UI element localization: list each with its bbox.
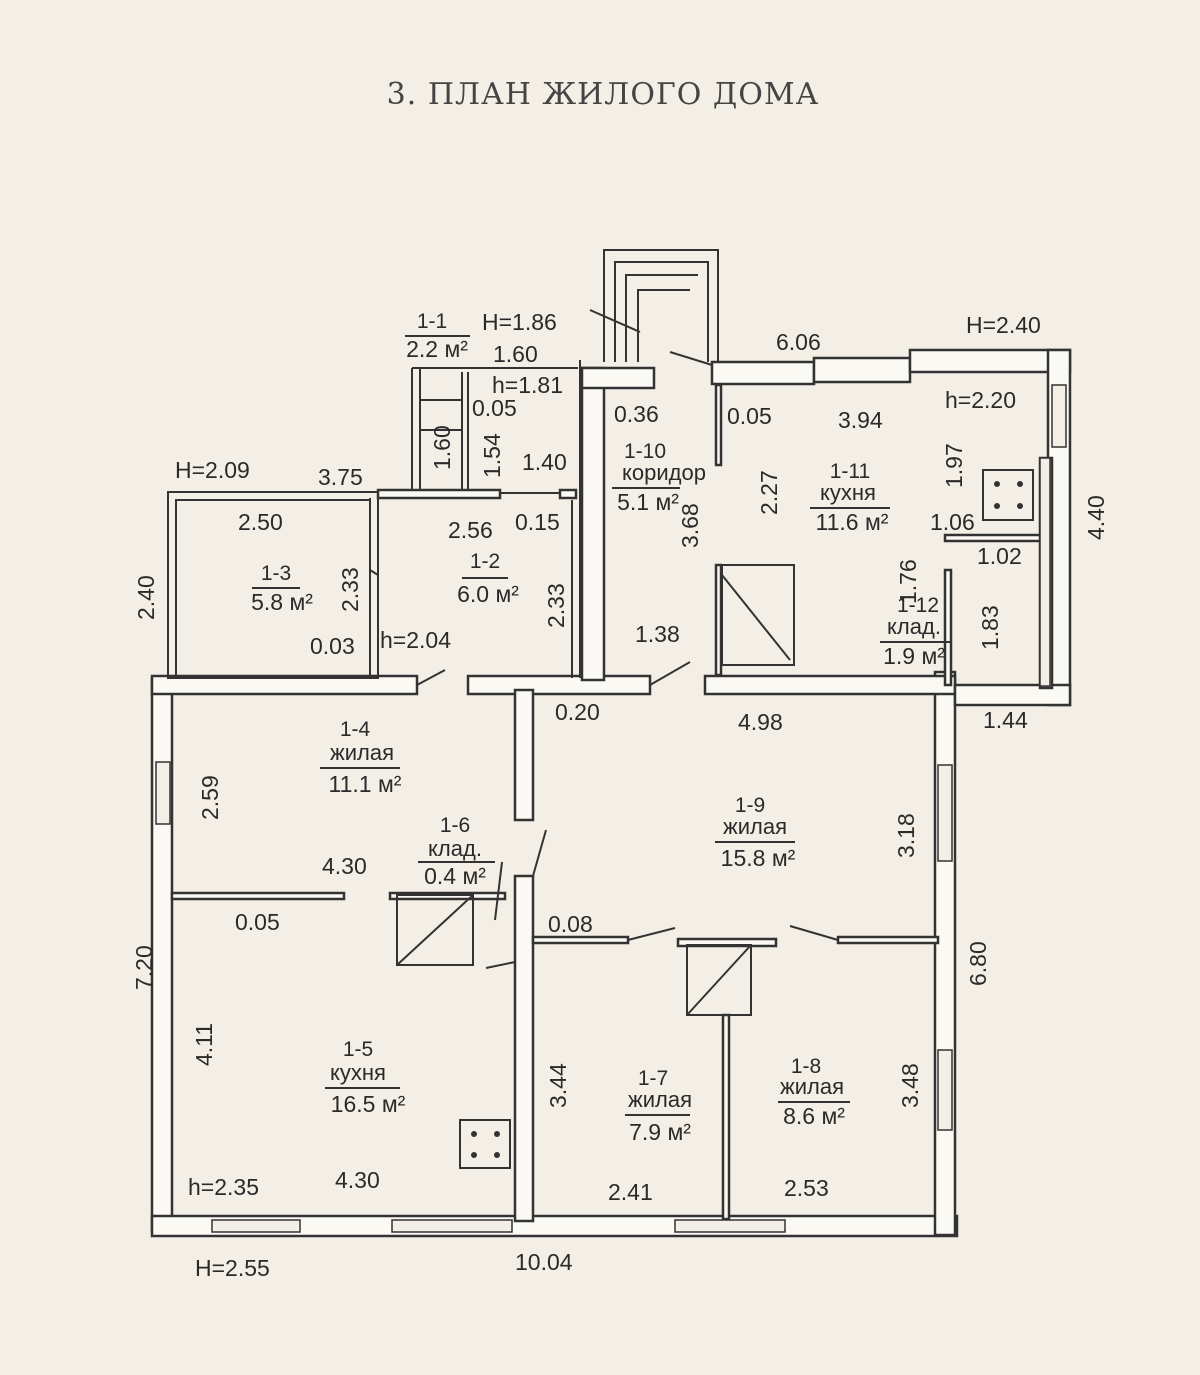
- svg-text:6.06: 6.06: [776, 329, 821, 355]
- svg-text:1.54: 1.54: [479, 433, 505, 478]
- svg-text:3.18: 3.18: [893, 813, 919, 858]
- svg-text:2.59: 2.59: [197, 775, 223, 820]
- svg-text:1-6: 1-6: [440, 814, 470, 837]
- room-id: 1-1: [417, 310, 447, 333]
- svg-text:3.44: 3.44: [545, 1063, 571, 1108]
- svg-text:1.44: 1.44: [983, 707, 1028, 733]
- svg-text:7.9 м²: 7.9 м²: [629, 1119, 691, 1145]
- svg-text:11.1 м²: 11.1 м²: [329, 771, 402, 797]
- svg-text:3.48: 3.48: [897, 1063, 923, 1108]
- plan-title: 3. ПЛАН ЖИЛОГО ДОМА: [387, 77, 820, 112]
- svg-text:0.03: 0.03: [310, 633, 355, 659]
- svg-text:4.98: 4.98: [738, 709, 783, 735]
- svg-text:1.40: 1.40: [522, 449, 567, 475]
- svg-text:5.1 м²: 5.1 м²: [617, 489, 679, 515]
- svg-text:1.60: 1.60: [429, 425, 455, 470]
- svg-text:2.27: 2.27: [756, 470, 782, 515]
- doors: [369, 351, 839, 969]
- svg-text:6.0 м²: 6.0 м²: [457, 581, 519, 607]
- svg-text:1.83: 1.83: [977, 605, 1003, 650]
- svg-text:1-3: 1-3: [261, 562, 291, 585]
- svg-text:клад.: клад.: [428, 836, 482, 861]
- svg-text:0.15: 0.15: [515, 509, 560, 535]
- svg-text:жилая: жилая: [628, 1087, 692, 1112]
- svg-text:кухня: кухня: [330, 1060, 386, 1085]
- svg-text:h=1.81: h=1.81: [492, 372, 563, 398]
- svg-text:1.38: 1.38: [635, 621, 680, 647]
- svg-text:жилая: жилая: [330, 740, 394, 765]
- svg-text:1-9: 1-9: [735, 794, 765, 817]
- svg-text:h=2.20: h=2.20: [945, 387, 1016, 413]
- svg-text:3.94: 3.94: [838, 407, 883, 433]
- svg-text:H=2.55: H=2.55: [195, 1255, 270, 1281]
- svg-text:1-5: 1-5: [343, 1038, 373, 1061]
- svg-text:1.9 м²: 1.9 м²: [883, 643, 945, 669]
- svg-text:1-8: 1-8: [791, 1055, 821, 1078]
- svg-text:H=1.86: H=1.86: [482, 309, 557, 335]
- svg-text:4.11: 4.11: [191, 1023, 217, 1066]
- svg-text:H=2.40: H=2.40: [966, 312, 1041, 338]
- svg-text:жилая: жилая: [780, 1074, 844, 1099]
- dimension-labels: 1.60 0.05 1.60 1.54 1.40 0.15 3.75 2.50 …: [131, 329, 1109, 1275]
- svg-text:0.05: 0.05: [235, 909, 280, 935]
- svg-text:5.8 м²: 5.8 м²: [251, 589, 313, 615]
- walls: [150, 249, 1072, 1238]
- svg-text:0.08: 0.08: [548, 911, 593, 937]
- height-labels: H=1.86 H=2.09 H=2.40 H=2.55 h=1.81 h=2.0…: [175, 309, 1041, 1281]
- room-labels: 1-1 2.2 м² 1-2 6.0 м² 1-3 5.8 м² 1-4 жил…: [251, 310, 950, 1145]
- svg-text:0.36: 0.36: [614, 401, 659, 427]
- svg-text:кухня: кухня: [820, 480, 876, 505]
- svg-text:0.05: 0.05: [727, 403, 772, 429]
- svg-text:1.06: 1.06: [930, 509, 975, 535]
- svg-text:жилая: жилая: [723, 814, 787, 839]
- svg-text:2.33: 2.33: [543, 583, 569, 628]
- svg-text:1-2: 1-2: [470, 550, 500, 573]
- svg-text:1.97: 1.97: [941, 443, 967, 488]
- svg-text:2.53: 2.53: [784, 1175, 829, 1201]
- svg-text:1-11: 1-11: [830, 460, 870, 483]
- stove-icon: [459, 1119, 511, 1169]
- svg-text:2.41: 2.41: [608, 1179, 653, 1205]
- svg-text:1-7: 1-7: [638, 1067, 668, 1090]
- stove-icon: [982, 469, 1034, 521]
- svg-text:15.8 м²: 15.8 м²: [721, 845, 796, 871]
- svg-text:2.50: 2.50: [238, 509, 283, 535]
- svg-text:H=2.09: H=2.09: [175, 457, 250, 483]
- svg-text:1-4: 1-4: [340, 718, 371, 741]
- svg-text:4.30: 4.30: [322, 853, 367, 879]
- svg-text:6.80: 6.80: [965, 941, 991, 986]
- svg-text:4.40: 4.40: [1083, 495, 1109, 540]
- svg-text:3.75: 3.75: [318, 464, 363, 490]
- svg-text:8.6 м²: 8.6 м²: [783, 1103, 845, 1129]
- svg-text:7.20: 7.20: [131, 945, 157, 990]
- svg-text:2.56: 2.56: [448, 517, 493, 543]
- svg-text:1.60: 1.60: [493, 341, 538, 367]
- svg-text:1-10: 1-10: [624, 440, 666, 463]
- svg-text:h=2.04: h=2.04: [380, 627, 451, 653]
- svg-text:1.76: 1.76: [895, 559, 921, 604]
- svg-text:клад.: клад.: [887, 614, 941, 639]
- svg-text:0.20: 0.20: [555, 699, 600, 725]
- svg-text:2.40: 2.40: [133, 575, 159, 620]
- svg-text:1-12: 1-12: [897, 594, 939, 617]
- room-area: 2.2 м²: [406, 336, 468, 362]
- fixtures: [396, 469, 1034, 1169]
- svg-text:11.6 м²: 11.6 м²: [816, 509, 889, 535]
- svg-text:0.4 м²: 0.4 м²: [424, 863, 486, 889]
- svg-text:4.30: 4.30: [335, 1167, 380, 1193]
- svg-text:10.04: 10.04: [515, 1249, 573, 1275]
- svg-text:16.5 м²: 16.5 м²: [331, 1091, 406, 1117]
- svg-text:0.05: 0.05: [472, 395, 517, 421]
- svg-text:коридор: коридор: [622, 460, 706, 485]
- windows: [155, 384, 1067, 1233]
- svg-text:h=2.35: h=2.35: [188, 1174, 259, 1200]
- svg-text:3.68: 3.68: [677, 503, 703, 548]
- svg-text:1.02: 1.02: [977, 543, 1022, 569]
- svg-text:2.33: 2.33: [337, 567, 363, 612]
